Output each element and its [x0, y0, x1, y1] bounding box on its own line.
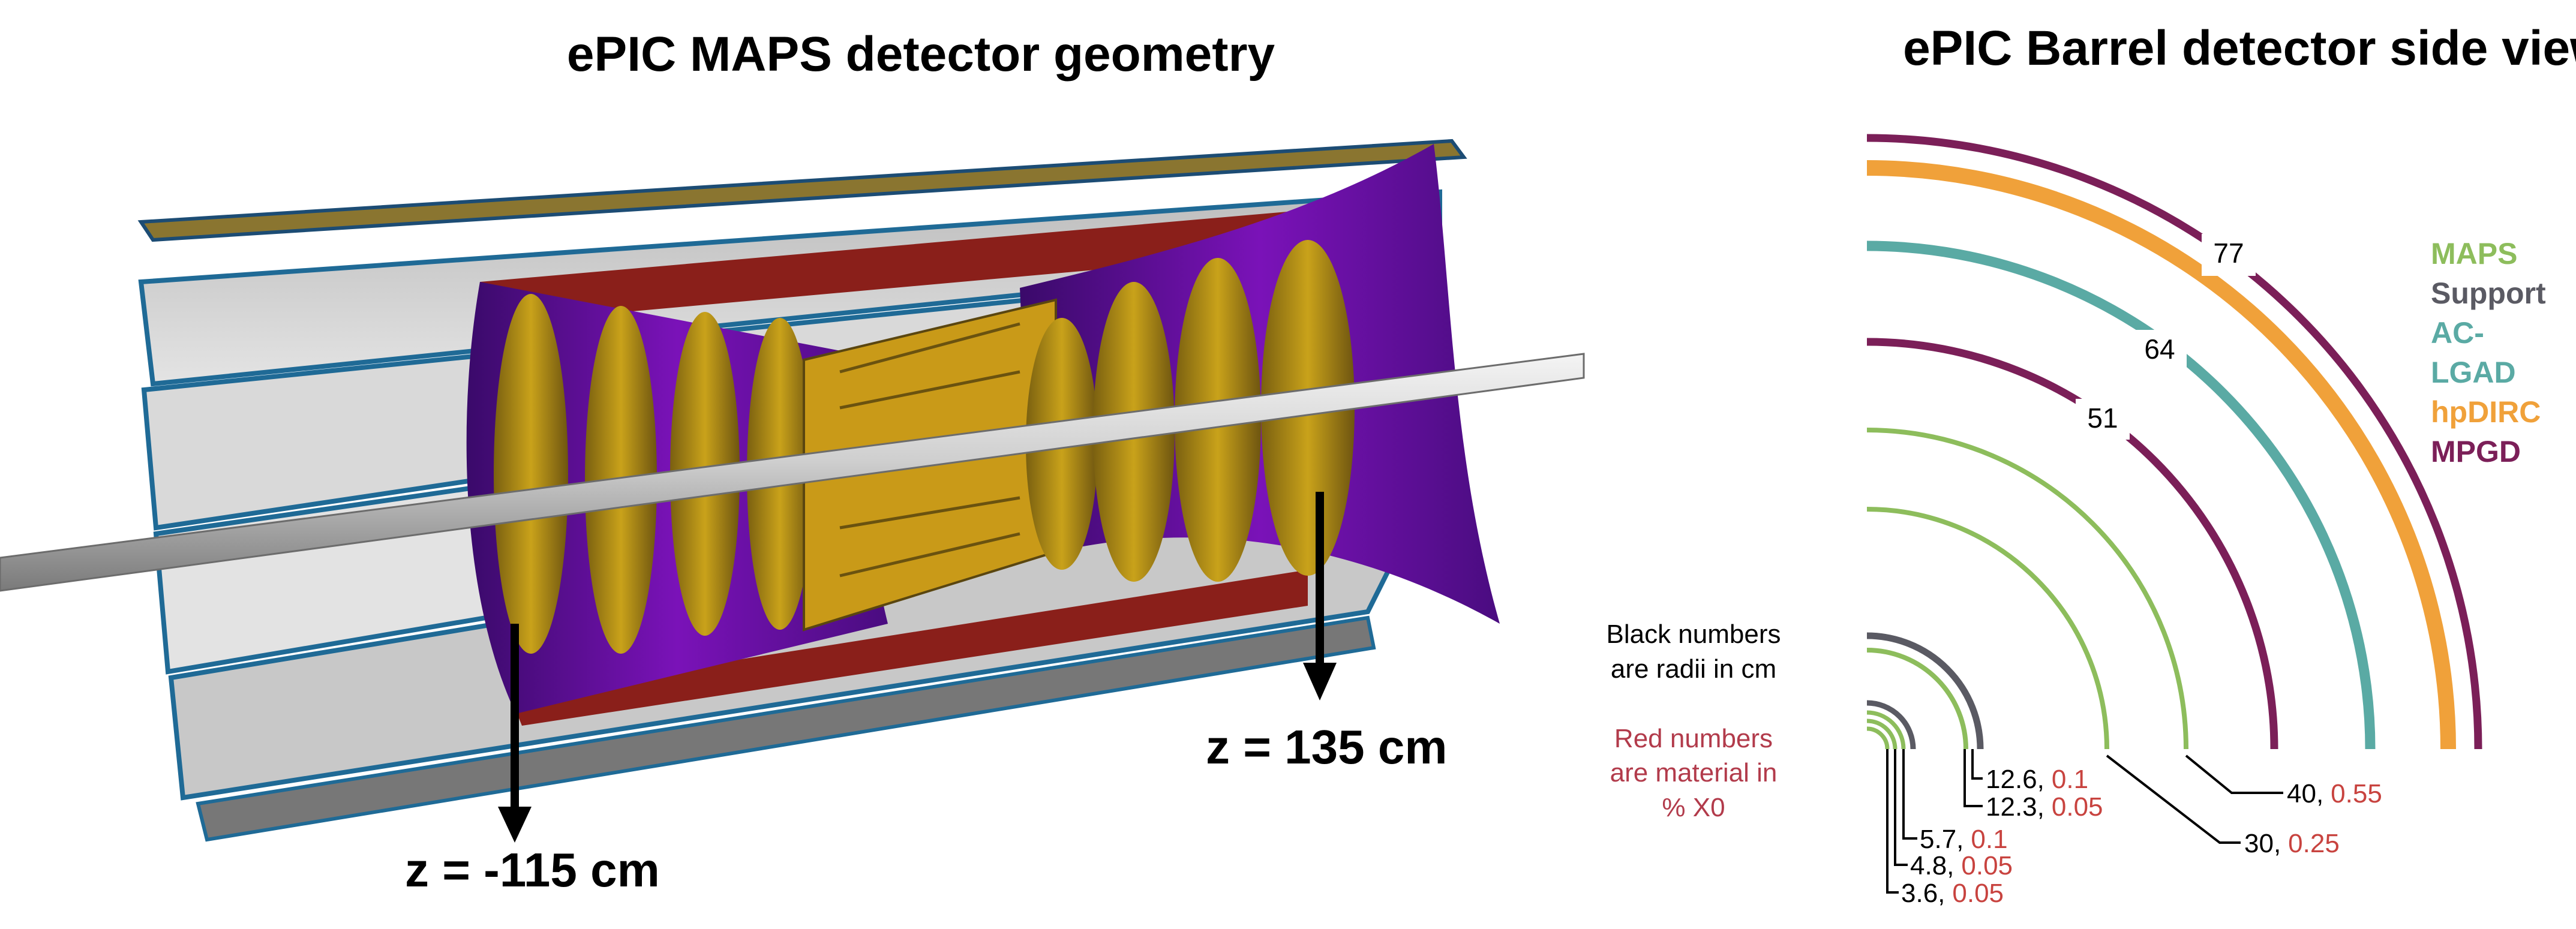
layer-labels: 12.6,0.1 12.3,0.05 5.7,0.1 4.8,0.05 3.6,…	[1901, 765, 2382, 908]
layer-label-5-7: 5.7,0.1	[1920, 825, 2008, 854]
legend-support: Support	[2431, 276, 2546, 310]
radius-label-77: 77	[2213, 237, 2244, 269]
maps-vertex-arc-2	[1866, 718, 1898, 750]
layer-label-12-6: 12.6,0.1	[1986, 765, 2088, 794]
right-panel-title: ePIC Barrel detector side view	[1903, 21, 2576, 76]
left-panel-title: ePIC MAPS detector geometry	[567, 27, 1275, 82]
inner-barrel-staves	[839, 322, 1020, 578]
legend-mpgd: MPGD	[2431, 435, 2521, 468]
aclgad-arc	[1866, 240, 2376, 750]
mpgd-outer-arc	[1866, 134, 2482, 750]
note-red-line-1: Red numbers	[1614, 724, 1773, 753]
outer-shell-bottom	[196, 615, 1376, 842]
maps-vertex-arc-3	[1866, 726, 1890, 750]
layer-label-4-8: 4.8,0.05	[1910, 851, 2013, 880]
mpgd-inner-arc	[1866, 338, 2278, 750]
note-black-line-2: are radii in cm	[1611, 654, 1776, 684]
maps-mid-barrel-arc	[1866, 507, 2109, 750]
legend: MAPS Support AC- LGAD hpDIRC MPGD	[2431, 237, 2546, 468]
note-black-line-1: Black numbers	[1606, 620, 1781, 649]
support-vertex-arc	[1866, 700, 1916, 750]
note-red-line-2: are material in	[1610, 758, 1778, 787]
hpdirc-arc	[1866, 160, 2456, 750]
inner-stave-top	[480, 210, 1308, 324]
inner-stave-bottom	[510, 570, 1308, 726]
legend-hpdirc: hpDIRC	[2431, 395, 2541, 429]
maps-geometry-illustration: z = -115 cm z = 135 cm	[0, 139, 1585, 897]
layer-label-30: 30,0.25	[2244, 829, 2340, 858]
maps-vertex-arc-1	[1866, 710, 1906, 750]
barrel-layer-arcs	[1866, 134, 2482, 750]
support-inner-arc	[1866, 632, 1984, 750]
beam-pipe	[0, 353, 1585, 592]
note-red-line-3: % X0	[1662, 793, 1725, 822]
layer-label-40: 40,0.55	[2287, 779, 2382, 808]
maps-inner-arc	[1866, 648, 1968, 750]
radius-label-64: 64	[2144, 333, 2175, 365]
maps-outer-barrel-arc	[1866, 428, 2188, 750]
radius-label-51: 51	[2087, 402, 2118, 434]
note-black: Black numbers are radii in cm	[1606, 620, 1781, 684]
leader-lines	[1886, 749, 2283, 894]
arrow-z-negative	[498, 624, 532, 843]
legend-ac: AC-	[2431, 316, 2484, 350]
layer-label-12-3: 12.3,0.05	[1986, 792, 2103, 822]
z-positive-label: z = 135 cm	[1206, 720, 1448, 774]
layer-label-3-6: 3.6,0.05	[1901, 879, 2004, 908]
note-red: Red numbers are material in % X0	[1610, 724, 1778, 822]
z-negative-label: z = -115 cm	[405, 843, 660, 897]
legend-maps: MAPS	[2431, 237, 2517, 270]
legend-lgad: LGAD	[2431, 356, 2516, 389]
arrow-z-positive	[1303, 492, 1337, 700]
outer-shell-top	[137, 139, 1467, 242]
